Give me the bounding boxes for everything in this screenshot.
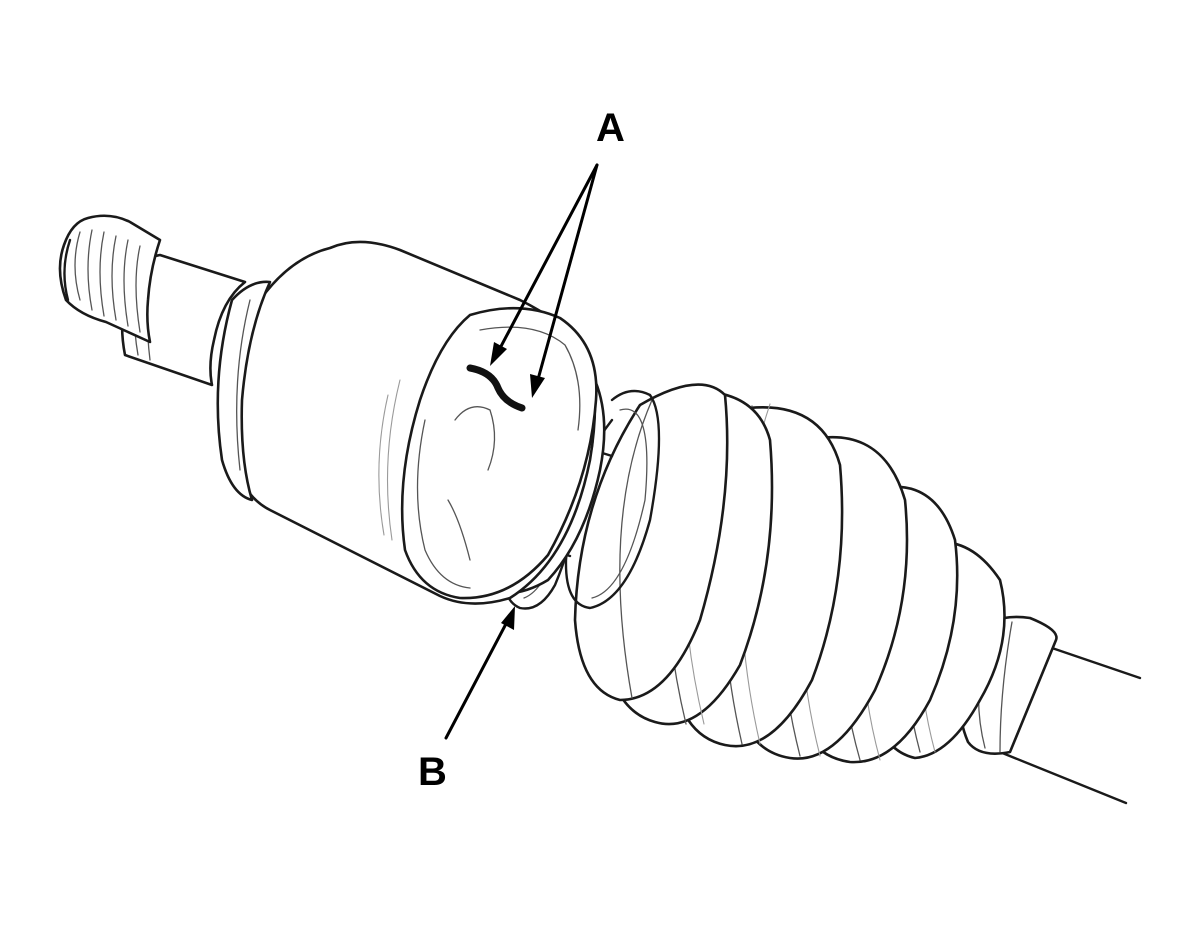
callout-label-a: A [596, 106, 625, 150]
callout-a-arrows [490, 163, 599, 398]
cv-joint-boot [573, 383, 1058, 764]
callout-b-arrow [444, 606, 515, 740]
stub-shaft [58, 214, 247, 387]
alignment-marks [466, 364, 526, 412]
outer-housing [216, 240, 598, 605]
callout-label-b: B [418, 750, 447, 794]
